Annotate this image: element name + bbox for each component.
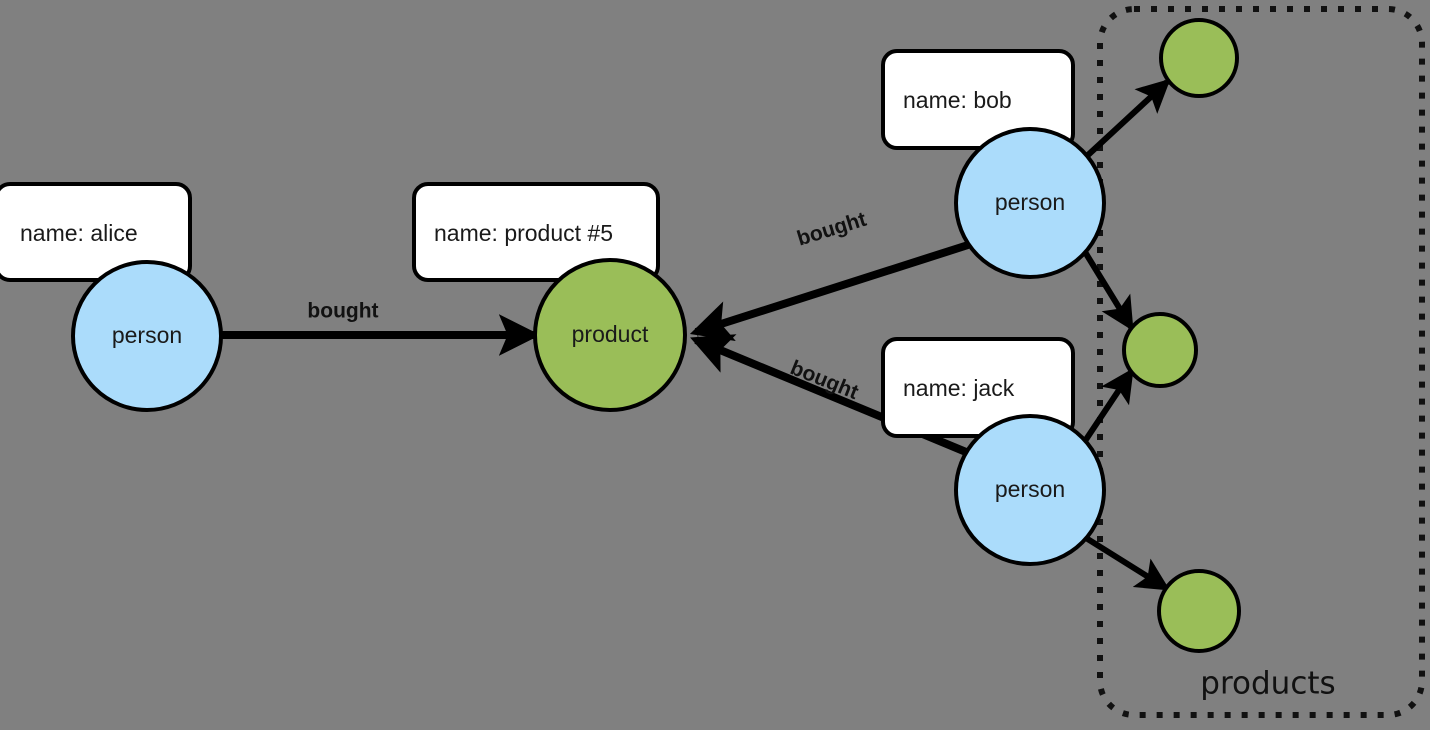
node-jack[interactable]: person — [954, 414, 1106, 566]
property-box-jack-text: name: jack — [903, 375, 1015, 401]
edge-label-bob-bought-product: bought — [794, 208, 869, 251]
edge-jack-to-product-mid[interactable] — [1082, 368, 1134, 443]
edge-jack-to-product-bottom[interactable] — [1084, 535, 1171, 591]
property-box-product5[interactable]: name: product #5 — [412, 182, 660, 282]
property-box-bob-text: name: bob — [903, 87, 1012, 113]
property-box-alice-shape — [0, 182, 192, 282]
property-box-product5-text: name: product #5 — [434, 220, 613, 246]
node-jack-circle — [954, 414, 1106, 566]
property-box-product5-shape — [412, 182, 660, 282]
products-group-container[interactable]: products — [1097, 6, 1425, 718]
node-product5[interactable]: product — [533, 258, 687, 412]
node-alice-circle — [71, 260, 223, 412]
node-bob-circle — [954, 127, 1106, 279]
node-jack-label: person — [995, 476, 1065, 502]
node-product-mid-circle — [1122, 312, 1198, 388]
node-bob[interactable]: person — [954, 127, 1106, 279]
property-box-alice[interactable]: name: alice — [0, 182, 192, 282]
property-box-alice-text: name: alice — [20, 220, 138, 246]
products-group-outline — [1097, 6, 1425, 718]
node-bob-label: person — [995, 189, 1065, 215]
node-product-bottom-circle — [1157, 569, 1241, 653]
property-box-jack[interactable]: name: jack — [881, 337, 1075, 438]
nodes-layer: person product person person — [71, 18, 1241, 653]
edge-label-alice-bought-product: bought — [307, 300, 378, 323]
edge-bob-bought-product[interactable] — [689, 241, 970, 342]
edge-bob-to-product-mid[interactable] — [1082, 250, 1134, 332]
node-product-top[interactable] — [1159, 18, 1239, 98]
node-product-mid[interactable] — [1122, 312, 1198, 388]
node-product5-label: product — [572, 321, 649, 347]
node-product-top-circle — [1159, 18, 1239, 98]
node-product5-circle — [533, 258, 687, 412]
node-alice-label: person — [112, 322, 182, 348]
node-product-bottom[interactable] — [1157, 569, 1241, 653]
node-alice[interactable]: person — [71, 260, 223, 412]
products-group-label: products — [1200, 666, 1335, 702]
property-boxes-layer: name: alice name: product #5 name: bob n… — [0, 49, 1075, 438]
edge-bob-to-product-top[interactable] — [1085, 78, 1171, 158]
